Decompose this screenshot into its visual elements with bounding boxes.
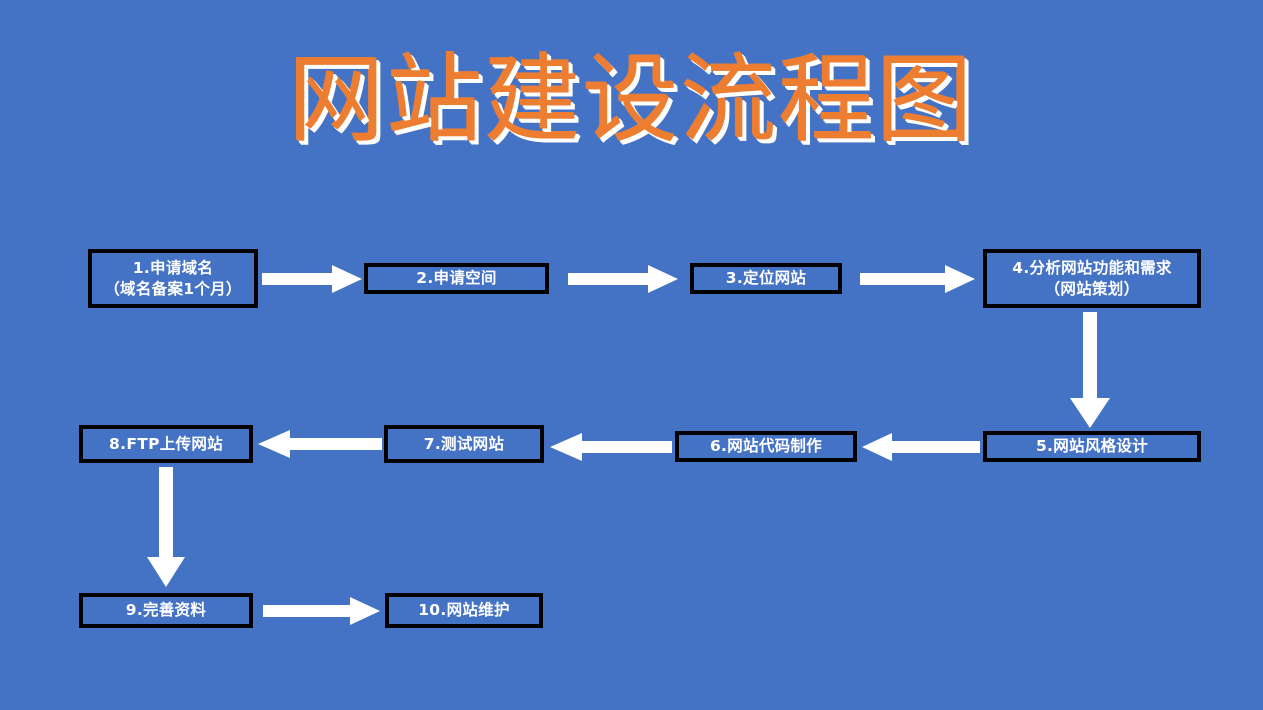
flow-node-4-line2: （网站策划） [1044, 279, 1140, 298]
flow-node-3[interactable]: 3.定位网站 [690, 263, 842, 294]
flow-node-4[interactable]: 4.分析网站功能和需求 （网站策划） [983, 249, 1201, 308]
connector-arrow-5-to-6 [862, 433, 980, 461]
flow-node-9-line1: 9.完善资料 [125, 601, 207, 620]
flow-node-6-line1: 6.网站代码制作 [709, 437, 823, 456]
flow-node-3-line1: 3.定位网站 [725, 269, 807, 288]
connector-arrow-8-to-9 [147, 467, 185, 587]
flow-node-8-line1: 8.FTP上传网站 [109, 434, 223, 453]
flow-node-10[interactable]: 10.网站维护 [385, 593, 543, 628]
connector-arrow-2-to-3 [568, 265, 678, 293]
connector-arrow-6-to-7 [550, 433, 672, 461]
flow-node-9[interactable]: 9.完善资料 [79, 593, 253, 628]
flow-node-2-line1: 2.申请空间 [416, 269, 497, 288]
connector-arrow-3-to-4 [860, 265, 975, 293]
flow-node-7[interactable]: 7.测试网站 [384, 425, 544, 463]
flow-node-2[interactable]: 2.申请空间 [364, 263, 549, 294]
connector-arrow-9-to-10 [263, 597, 380, 625]
connector-arrow-4-to-5 [1070, 312, 1110, 428]
flow-node-5[interactable]: 5.网站风格设计 [983, 431, 1201, 462]
page-title: 网站建设流程图 [288, 44, 975, 156]
flow-node-1-line1: 1.申请域名 [132, 258, 214, 277]
flow-node-6[interactable]: 6.网站代码制作 [675, 431, 857, 462]
flow-node-10-line1: 10.网站维护 [418, 601, 510, 620]
flow-node-7-line1: 7.测试网站 [423, 434, 505, 453]
flow-node-1-line2: （域名备案1个月） [104, 279, 242, 298]
connector-arrow-1-to-2 [262, 265, 362, 293]
flow-node-4-line1: 4.分析网站功能和需求 [1012, 258, 1172, 277]
connector-arrow-7-to-8 [258, 430, 382, 458]
flow-node-8[interactable]: 8.FTP上传网站 [79, 425, 253, 463]
flow-node-1[interactable]: 1.申请域名 （域名备案1个月） [88, 249, 258, 308]
flow-node-5-line1: 5.网站风格设计 [1035, 437, 1149, 456]
